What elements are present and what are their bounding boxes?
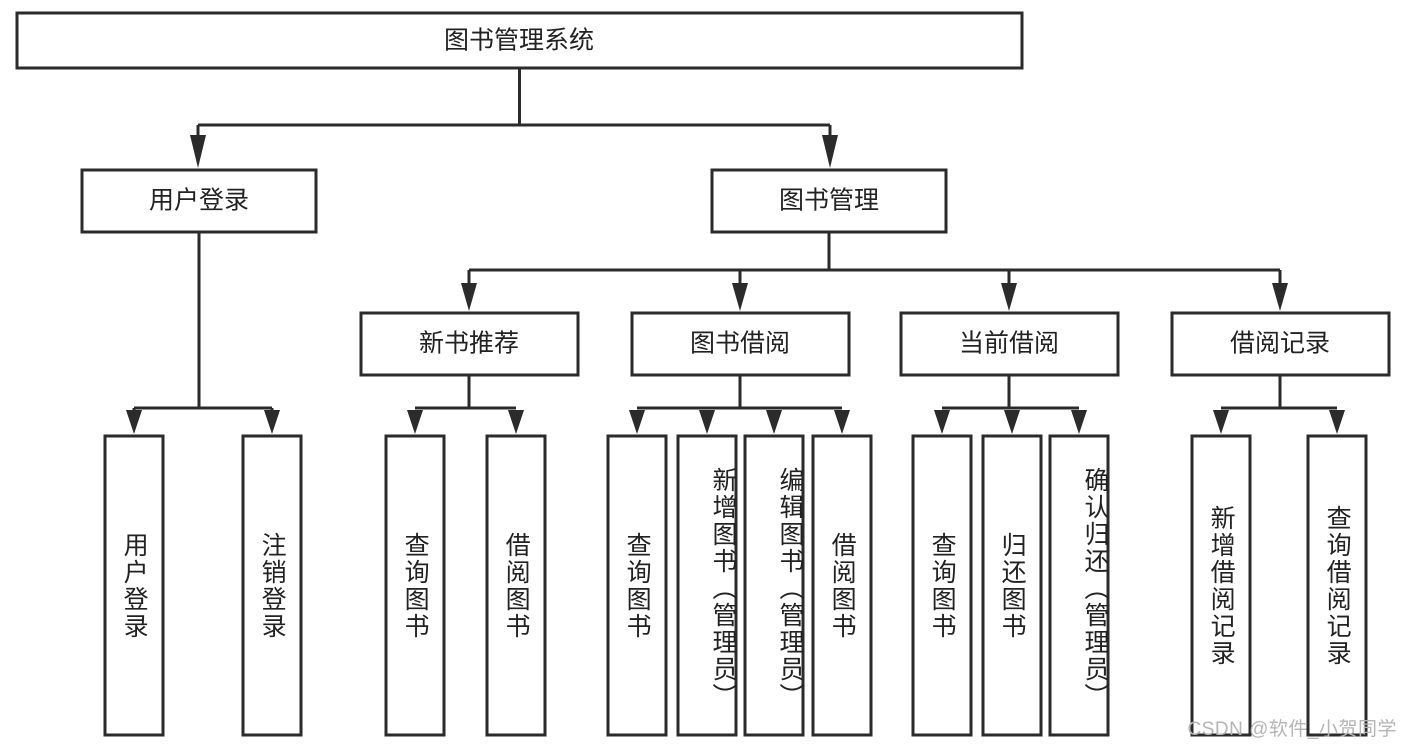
arrow-icon-leaf-add-book-admin bbox=[699, 410, 715, 434]
node-leaf-add-borrow-record-rect[interactable] bbox=[1190, 434, 1252, 737]
connector-group-currentborrow-leaves bbox=[934, 375, 1087, 434]
node-book-manage-label: 图书管理 bbox=[779, 187, 879, 215]
node-current-borrow[interactable]: 当前借阅 bbox=[899, 311, 1120, 377]
node-book-manage-rect[interactable] bbox=[710, 168, 948, 234]
node-borrow-record-rect[interactable] bbox=[1170, 311, 1391, 377]
node-book-borrow[interactable]: 图书借阅 bbox=[630, 311, 851, 377]
node-leaf-query-borrow-record-rect[interactable] bbox=[1306, 434, 1368, 737]
node-leaf-edit-book-admin-rect[interactable] bbox=[743, 434, 805, 737]
arrow-icon-book-borrow bbox=[732, 283, 748, 311]
arrow-icon-leaf-return-book bbox=[1004, 410, 1020, 434]
arrow-icon-leaf-user-login bbox=[126, 410, 142, 434]
node-leaf-confirm-return-admin-rect[interactable] bbox=[1048, 434, 1110, 737]
node-user-login-rect[interactable] bbox=[80, 168, 318, 234]
arrow-icon-leaf-edit-book-admin bbox=[766, 410, 782, 434]
node-borrow-record-label: 借阅记录 bbox=[1230, 330, 1330, 358]
arrow-icon-leaf-query-book-cur bbox=[934, 410, 950, 434]
arrow-icon-user-login bbox=[190, 135, 206, 168]
node-user-login-label: 用户登录 bbox=[149, 187, 249, 215]
node-current-borrow-label: 当前借阅 bbox=[959, 330, 1059, 358]
node-leaf-return-book-rect[interactable] bbox=[981, 434, 1043, 737]
node-book-manage[interactable]: 图书管理 bbox=[710, 168, 948, 234]
node-new-book-recommend-label: 新书推荐 bbox=[419, 330, 519, 358]
arrow-icon-leaf-query-book-rec bbox=[407, 410, 423, 434]
connector-group-userlogin-leaves bbox=[126, 232, 280, 434]
arrow-icon-new-book bbox=[461, 283, 477, 311]
node-leaf-query-book-bor-rect[interactable] bbox=[606, 434, 668, 737]
node-root-label: 图书管理系统 bbox=[444, 27, 594, 55]
node-new-book-recommend[interactable]: 新书推荐 bbox=[359, 311, 580, 377]
connector-group-bookborrow-leaves bbox=[629, 375, 850, 434]
node-leaf-query-book-rec-rect[interactable] bbox=[384, 434, 446, 737]
node-new-book-recommend-rect[interactable] bbox=[359, 311, 580, 377]
node-current-borrow-rect[interactable] bbox=[899, 311, 1120, 377]
connector-group-borrowrecord-leaves bbox=[1213, 375, 1345, 434]
arrow-icon-borrow-record bbox=[1272, 283, 1288, 311]
node-leaf-logout-rect[interactable] bbox=[241, 434, 303, 737]
arrow-icon-leaf-logout bbox=[264, 410, 280, 434]
node-leaf-query-book-cur-rect[interactable] bbox=[911, 434, 973, 737]
node-borrow-record[interactable]: 借阅记录 bbox=[1170, 311, 1391, 377]
node-leaf-borrow-book-bor-rect[interactable] bbox=[811, 434, 873, 737]
node-book-borrow-rect[interactable] bbox=[630, 311, 851, 377]
node-book-borrow-label: 图书借阅 bbox=[690, 330, 790, 358]
arrow-icon-leaf-borrow-book-bor bbox=[834, 410, 850, 434]
connector-group-root-to-level2 bbox=[190, 68, 838, 168]
connector-group-bookmanage-to-level3 bbox=[461, 232, 1288, 311]
connector-group-newbook-leaves bbox=[407, 375, 524, 434]
csdn-watermark: CSDN @软件_小贺同学 bbox=[1187, 719, 1397, 740]
node-leaf-user-login-rect[interactable] bbox=[103, 434, 165, 737]
arrow-icon-leaf-query-book-bor bbox=[629, 410, 645, 434]
arrow-icon-leaf-borrow-book-rec bbox=[508, 410, 524, 434]
node-root[interactable]: 图书管理系统 bbox=[15, 11, 1024, 70]
leaf-boxes-group bbox=[103, 434, 1368, 737]
node-root-rect[interactable] bbox=[15, 11, 1024, 70]
node-leaf-borrow-book-rec-rect[interactable] bbox=[485, 434, 547, 737]
node-leaf-add-book-admin-rect[interactable] bbox=[676, 434, 738, 737]
node-user-login[interactable]: 用户登录 bbox=[80, 168, 318, 234]
arrow-icon-leaf-add-borrow-record bbox=[1213, 410, 1229, 434]
arrow-icon-leaf-query-borrow-record bbox=[1329, 410, 1345, 434]
arrow-icon-current-borrow bbox=[1001, 283, 1017, 311]
arrow-icon-book-manage bbox=[822, 135, 838, 168]
arrow-icon-leaf-confirm-return-admin bbox=[1071, 410, 1087, 434]
